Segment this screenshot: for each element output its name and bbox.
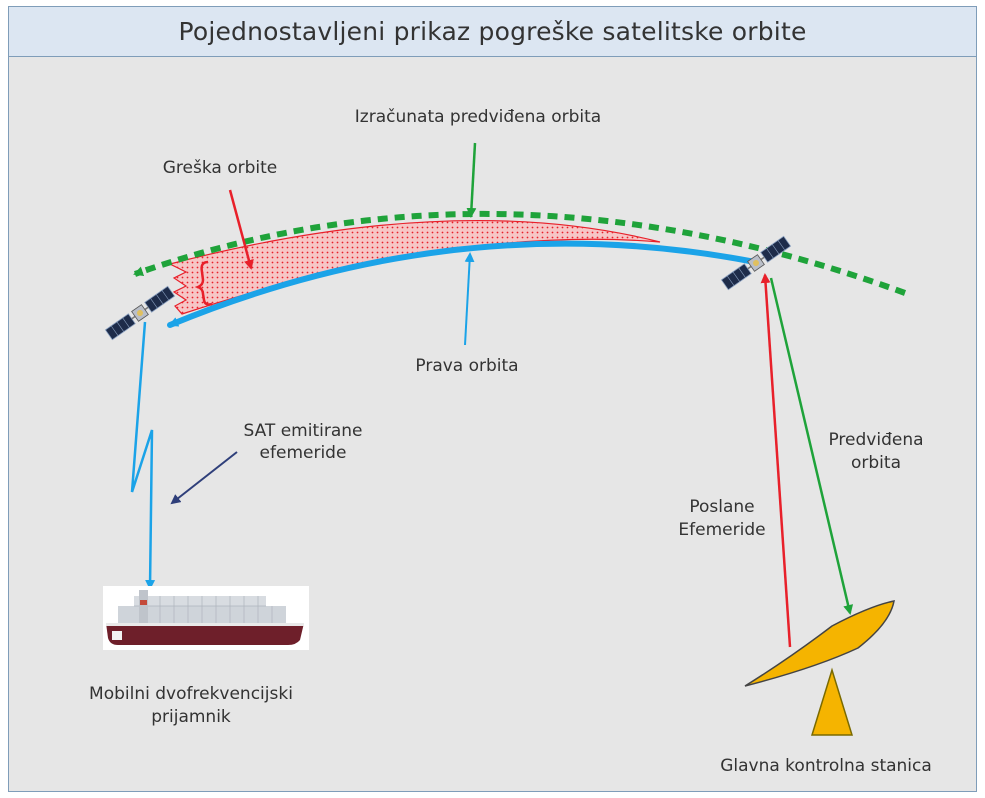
sat-ephemeris-label-line2: efemeride bbox=[260, 443, 347, 463]
container-ship-icon bbox=[103, 586, 309, 650]
sat-ephemeris-arrow bbox=[170, 451, 238, 505]
receiver-label-line1: Mobilni dvofrekvencijski bbox=[89, 684, 293, 704]
sent-ephemeris-label-line2: Efemeride bbox=[678, 520, 765, 540]
predicted-orbit-downlink bbox=[769, 277, 854, 615]
sat-ephemeris-label-line1: SAT emitirane bbox=[244, 421, 363, 441]
error-bracket bbox=[194, 260, 213, 306]
orbit-error-region-dots bbox=[170, 220, 660, 314]
satellite-icon bbox=[104, 285, 176, 341]
satellite-dish-icon bbox=[744, 600, 895, 736]
true-orbit-line bbox=[167, 240, 758, 328]
orbit-error-label: Greška orbite bbox=[163, 158, 278, 178]
computed-orbit-label: Izračunata predviđena orbita bbox=[355, 107, 601, 127]
predicted-orbit-line bbox=[133, 211, 907, 296]
computed-orbit-arrow bbox=[466, 142, 477, 218]
control-station-label: Glavna kontrolna stanica bbox=[720, 756, 932, 776]
sent-ephemeris-label-line1: Poslane bbox=[689, 497, 754, 517]
satellite-icon bbox=[720, 235, 792, 291]
true-orbit-label: Prava orbita bbox=[415, 356, 518, 376]
diagram-title: Pojednostavljeni prikaz pogreške satelit… bbox=[9, 7, 976, 57]
predicted-orbit-label-line1: Predviđena bbox=[828, 430, 923, 450]
sent-ephemeris-uplink bbox=[760, 273, 792, 648]
diagram-frame: Pojednostavljeni prikaz pogreške satelit… bbox=[8, 6, 977, 792]
orbit-error-arrow bbox=[228, 189, 254, 270]
predicted-orbit-label-line2: orbita bbox=[851, 453, 901, 473]
true-orbit-arrow bbox=[464, 252, 475, 346]
satellite-signal-zigzag bbox=[130, 321, 156, 590]
receiver-label-line2: prijamnik bbox=[151, 707, 231, 727]
